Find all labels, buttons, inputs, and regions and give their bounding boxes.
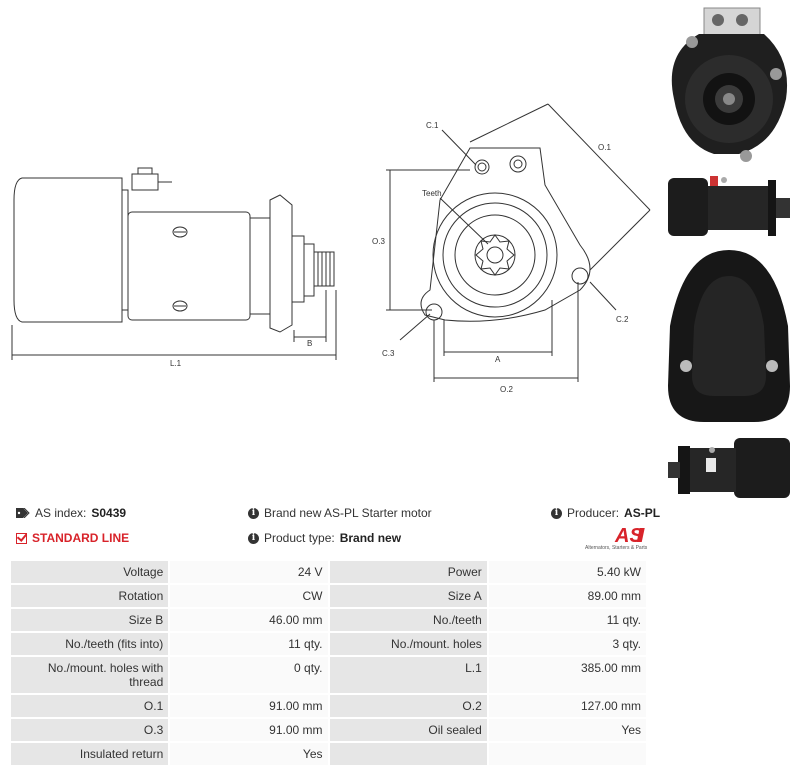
spec-value: 385.00 mm xyxy=(488,657,646,693)
info-icon: i xyxy=(551,507,562,519)
spec-value: 11 qty. xyxy=(488,609,646,631)
product-description: i Brand new AS-PL Starter motor xyxy=(248,506,432,520)
photo-iso-view xyxy=(668,438,790,498)
spec-value: 5.40 kW xyxy=(488,561,646,583)
product-type-label: Product type: xyxy=(264,531,335,545)
spec-label: O.3 xyxy=(11,719,169,741)
spec-value: CW xyxy=(170,585,328,607)
checkbox-icon xyxy=(16,532,27,544)
table-row: No./mount. holes with thread 0 qty. L.1 … xyxy=(11,657,646,693)
label-o1: O.1 xyxy=(598,143,611,152)
as-pl-logo: AS xyxy=(614,525,645,547)
spec-label: Oil sealed xyxy=(329,719,487,741)
specs-table: Voltage 24 V Power 5.40 kW Rotation CW S… xyxy=(9,559,648,767)
spec-value: Yes xyxy=(488,719,646,741)
label-a: A xyxy=(495,355,501,364)
spec-value: 3 qty. xyxy=(488,633,646,655)
spec-label xyxy=(329,743,487,765)
as-index: AS index: S0439 xyxy=(16,506,126,520)
spec-label: Size A xyxy=(329,585,487,607)
product-type-value: Brand new xyxy=(339,531,402,545)
spec-label: Voltage xyxy=(11,561,169,583)
spec-label: O.1 xyxy=(11,695,169,717)
spec-value: 11 qty. xyxy=(170,633,328,655)
spec-label: Rotation xyxy=(11,585,169,607)
table-row: O.3 91.00 mm Oil sealed Yes xyxy=(11,719,646,741)
table-row: No./teeth (fits into) 11 qty. No./mount.… xyxy=(11,633,646,655)
info-icon: i xyxy=(248,532,259,544)
producer-label: Producer: xyxy=(567,506,620,520)
info-icon: i xyxy=(248,507,259,519)
label-o2: O.2 xyxy=(500,385,513,394)
spec-label: Power xyxy=(329,561,487,583)
label-o3: O.3 xyxy=(372,237,385,246)
spec-value: 91.00 mm xyxy=(170,695,328,717)
description-text: Brand new AS-PL Starter motor xyxy=(264,506,432,520)
spec-label: L.1 xyxy=(329,657,487,693)
spec-value: Yes xyxy=(170,743,328,765)
photo-front-view xyxy=(671,7,788,162)
spec-label: No./teeth (fits into) xyxy=(11,633,169,655)
producer: i Producer: AS-PL xyxy=(551,506,660,520)
standard-line: STANDARD LINE xyxy=(16,531,129,545)
spec-value: 127.00 mm xyxy=(488,695,646,717)
spec-label: Size B xyxy=(11,609,169,631)
label-l1: L.1 xyxy=(170,359,182,368)
spec-value: 89.00 mm xyxy=(488,585,646,607)
producer-value: AS-PL xyxy=(624,506,661,520)
table-row: O.1 91.00 mm O.2 127.00 mm xyxy=(11,695,646,717)
label-c3: C.3 xyxy=(382,349,395,358)
standard-line-label: STANDARD LINE xyxy=(32,531,130,545)
logo-caption: Alternators, Starters & Parts xyxy=(585,545,648,551)
as-index-value: S0439 xyxy=(91,506,127,520)
spec-value: 0 qty. xyxy=(170,657,328,693)
product-type: i Product type: Brand new xyxy=(248,531,401,545)
label-c1: C.1 xyxy=(426,121,439,130)
spec-label: Insulated return xyxy=(11,743,169,765)
spec-value: 91.00 mm xyxy=(170,719,328,741)
table-row: Rotation CW Size A 89.00 mm xyxy=(11,585,646,607)
table-row: Insulated return Yes xyxy=(11,743,646,765)
label-c2: C.2 xyxy=(616,315,629,324)
table-row: Voltage 24 V Power 5.40 kW xyxy=(11,561,646,583)
tag-icon xyxy=(16,508,30,518)
spec-label: O.2 xyxy=(329,695,487,717)
svg-text:AS: AS xyxy=(614,525,643,547)
photo-side-view xyxy=(668,176,790,236)
spec-value: 46.00 mm xyxy=(170,609,328,631)
spec-label: No./teeth xyxy=(329,609,487,631)
technical-drawing: L.1 B C.1 C.2 C.3 O.1 O.2 O.3 A Teeth xyxy=(11,103,651,394)
table-row: Size B 46.00 mm No./teeth 11 qty. xyxy=(11,609,646,631)
photo-rear-cover xyxy=(668,250,790,422)
as-index-label: AS index: xyxy=(35,506,87,520)
spec-label: No./mount. holes xyxy=(329,633,487,655)
spec-value: 24 V xyxy=(170,561,328,583)
label-teeth: Teeth xyxy=(422,189,442,198)
label-b: B xyxy=(307,339,312,348)
spec-value xyxy=(488,743,646,765)
spec-label: No./mount. holes with thread xyxy=(11,657,169,693)
